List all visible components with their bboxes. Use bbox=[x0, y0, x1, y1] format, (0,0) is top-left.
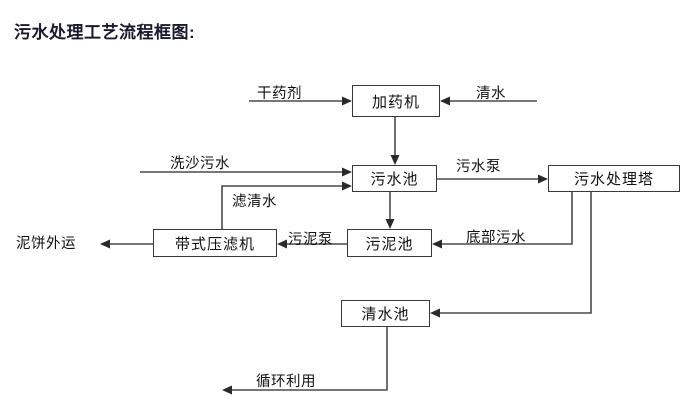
label-sewage-pump: 污水泵 bbox=[456, 159, 501, 175]
node-sewage-pool[interactable]: 污水池 bbox=[352, 165, 437, 192]
edge-tower-to-clearwater bbox=[430, 192, 592, 318]
label-bottom-sewage: 底部污水 bbox=[466, 230, 526, 246]
edge-filter-to-mudcake bbox=[100, 239, 153, 249]
label-filtrate-water: 滤清水 bbox=[232, 194, 277, 210]
node-clear-water-pool[interactable]: 清水池 bbox=[341, 300, 430, 327]
label-dry-agent: 干药剂 bbox=[257, 86, 302, 102]
page-title: 污水处理工艺流程框图: bbox=[14, 23, 196, 42]
label-recycle-reuse: 循环利用 bbox=[256, 374, 316, 390]
label-clean-water-inlet: 清水 bbox=[476, 86, 506, 102]
node-sewage-treatment-tower[interactable]: 污水处理塔 bbox=[548, 165, 680, 192]
node-belt-filter-press[interactable]: 带式压滤机 bbox=[153, 229, 277, 257]
node-dosing-machine[interactable]: 加药机 bbox=[352, 85, 440, 117]
node-sludge-pool[interactable]: 污泥池 bbox=[347, 229, 432, 257]
edge-sewage-to-sludge bbox=[385, 192, 395, 229]
label-mud-cake-transport-out: 泥饼外运 bbox=[16, 236, 76, 252]
edge-dosing-to-sewage bbox=[390, 117, 400, 165]
label-sand-washing-wastewater: 洗沙污水 bbox=[170, 156, 230, 172]
label-sludge-pump: 污泥泵 bbox=[288, 232, 333, 248]
